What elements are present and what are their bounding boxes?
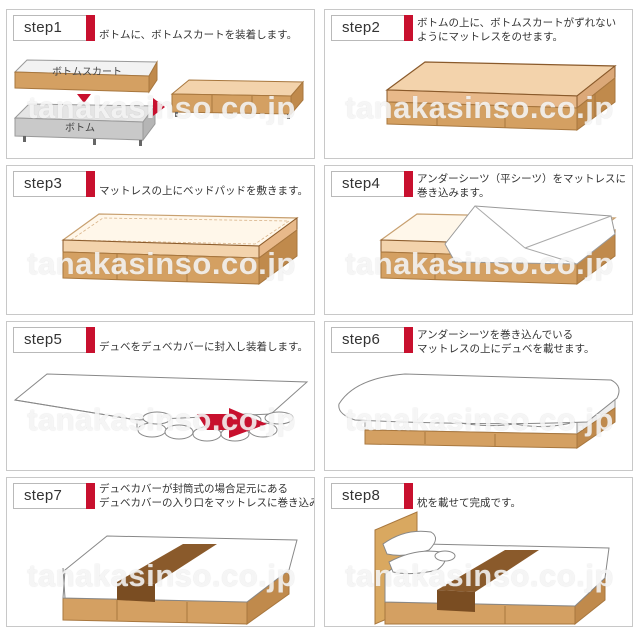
step-panel-5: step5 デュベをデュベカバーに封入し装着します。 tanakasinso.c…	[6, 321, 315, 471]
skirt-label: ボトムスカート	[52, 67, 122, 78]
description-line: ボトムに、ボトムスカートを装着します。	[99, 29, 298, 41]
step-marker	[404, 483, 413, 509]
step-badge: step2	[331, 15, 413, 41]
description-line: ようにマットレスをのせます。	[417, 31, 563, 43]
step-panel-2: step2 ボトムの上に、ボトムスカートがずれない ようにマットレスをのせます。…	[324, 9, 633, 159]
description-line: デュベをデュベカバーに封入し装着します。	[99, 341, 308, 353]
step-description: 枕を載せて完成です。	[417, 496, 521, 510]
step-description: アンダーシーツ（平シーツ）をマットレスに 巻き込みます。	[417, 172, 626, 200]
step-label: step6	[342, 331, 381, 348]
description-line: マットレスの上にベッドパッドを敷きます。	[99, 185, 308, 197]
step-panel-1: step1 ボトムに、ボトムスカートを装着します。 ボトムスカート ボトム ta…	[6, 9, 315, 159]
step-panel-6: step6 アンダーシーツを巻き込んでいる マットレスの上にデュベを載せます。 …	[324, 321, 633, 471]
step-label: step3	[24, 175, 63, 192]
step-label: step4	[342, 175, 381, 192]
step-description: デュベをデュベカバーに封入し装着します。	[99, 340, 308, 354]
step-badge: step3	[13, 171, 95, 197]
step-panel-3: step3 マットレスの上にベッドパッドを敷きます。 tanakasinso.c…	[6, 165, 315, 315]
step-marker	[404, 15, 413, 41]
step-badge: step8	[331, 483, 413, 509]
step-label: step8	[342, 487, 381, 504]
description-line: ボトムの上に、ボトムスカートがずれない	[417, 17, 617, 29]
step-marker	[86, 483, 95, 509]
step-description: ボトムの上に、ボトムスカートがずれない ようにマットレスをのせます。	[417, 16, 616, 44]
under-sheet-illustration	[379, 205, 617, 285]
step-label: step7	[24, 487, 63, 504]
step-marker	[86, 171, 95, 197]
bed-pad-illustration	[61, 213, 299, 285]
step-label: step2	[342, 19, 381, 36]
step-marker	[86, 327, 95, 353]
step-badge: step6	[331, 327, 413, 353]
duvet-on-mattress-illustration	[338, 373, 620, 449]
step-badge: step5	[13, 327, 95, 353]
description-line: デュベカバーの入り口をマットレスに巻き込みます。	[99, 497, 314, 509]
bottom-label: ボトム	[65, 123, 95, 134]
bottom-and-skirt-illustration	[13, 59, 305, 146]
step-marker	[404, 327, 413, 353]
description-line: 枕を載せて完成です。	[417, 497, 521, 509]
step-badge: step4	[331, 171, 413, 197]
step-label: step1	[24, 19, 63, 36]
tuck-duvet-cover-illustration	[62, 535, 298, 625]
mattress-on-bottom-illustration	[385, 61, 617, 131]
step-badge: step1	[13, 15, 95, 41]
step-panel-8: step8 枕を載せて完成です。 tanakasinso.co.jp	[324, 477, 633, 627]
duvet-cover-illustration	[13, 373, 309, 442]
completed-bed-illustration	[374, 511, 610, 626]
step-description: ボトムに、ボトムスカートを装着します。	[99, 28, 297, 42]
step-description: マットレスの上にベッドパッドを敷きます。	[99, 184, 308, 198]
step-panel-4: step4 アンダーシーツ（平シーツ）をマットレスに 巻き込みます。 tanak…	[324, 165, 633, 315]
step-description: アンダーシーツを巻き込んでいる マットレスの上にデュベを載せます。	[417, 328, 594, 356]
description-line: マットレスの上にデュベを載せます。	[417, 343, 595, 355]
step-panel-7: step7 デュベカバーが封筒式の場合足元にある デュベカバーの入り口をマットレ…	[6, 477, 315, 627]
description-line: アンダーシーツ（平シーツ）をマットレスに	[417, 173, 626, 185]
step-label: step5	[24, 331, 63, 348]
description-line: デュベカバーが封筒式の場合足元にある	[99, 483, 288, 495]
step-marker	[404, 171, 413, 197]
step-marker	[86, 15, 95, 41]
description-line: アンダーシーツを巻き込んでいる	[417, 329, 574, 341]
description-line: 巻き込みます。	[417, 187, 490, 199]
step-description: デュベカバーが封筒式の場合足元にある デュベカバーの入り口をマットレスに巻き込み…	[99, 482, 314, 510]
step-badge: step7	[13, 483, 95, 509]
